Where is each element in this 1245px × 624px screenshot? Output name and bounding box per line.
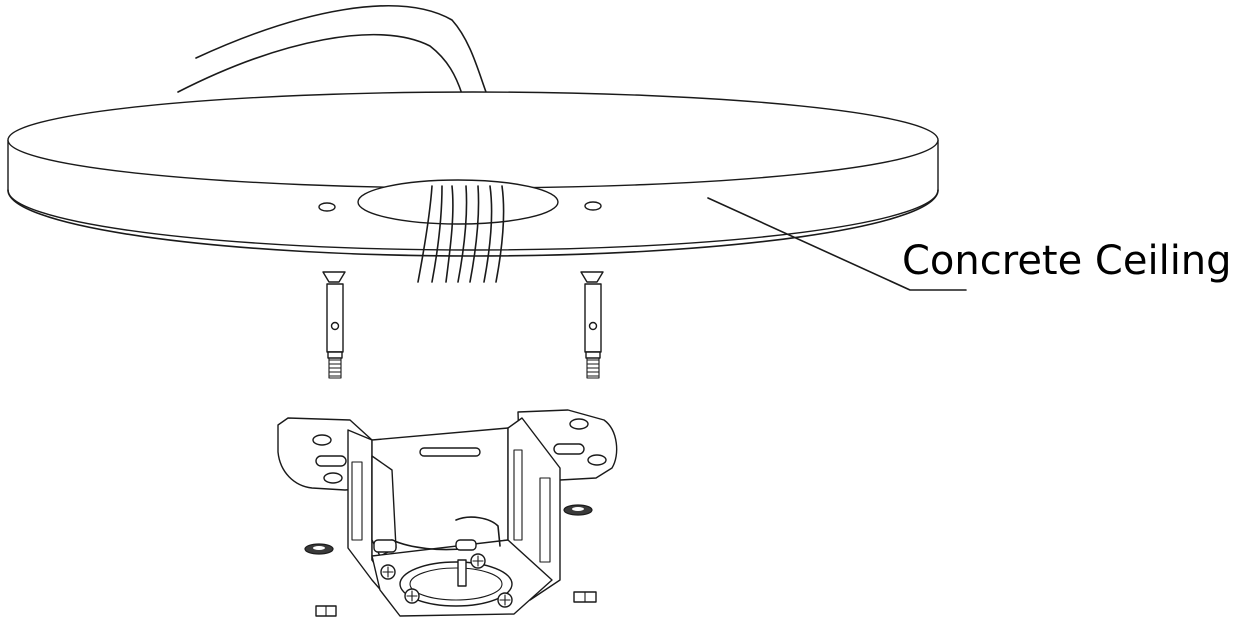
nut-right [573,591,597,603]
nut-left [315,605,337,617]
upper-cables [177,5,487,95]
mounting-bracket [277,409,618,617]
expansion-anchor-right [580,271,604,379]
expansion-anchor-left [322,271,346,379]
ceiling-callout-label: Concrete Ceiling [902,238,1232,284]
ceiling-callout-leader [707,197,967,291]
concrete-ceiling [7,91,939,257]
ceiling-screw-hole-right [584,201,602,211]
cable-hole [357,179,559,225]
washer-left [304,543,334,555]
ceiling-screw-hole-left [318,202,336,212]
washer-right [563,504,593,516]
hanging-cables [417,185,505,283]
